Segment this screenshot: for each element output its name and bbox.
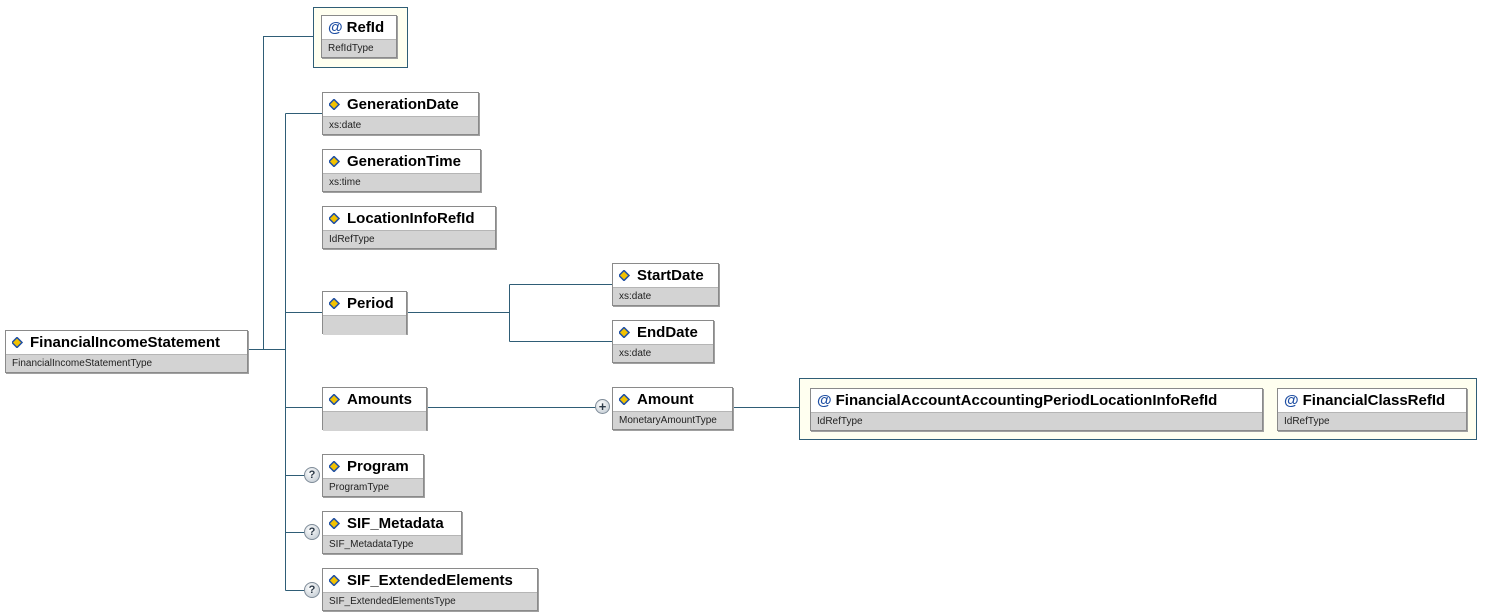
element-type — [323, 411, 426, 431]
element-box-amount[interactable]: Amount MonetaryAmountType — [612, 387, 733, 430]
element-type: MonetaryAmountType — [613, 411, 732, 429]
element-name: LocationInfoRefId — [347, 210, 475, 227]
attribute-name: RefId — [346, 19, 385, 36]
element-box-enddate[interactable]: EndDate xs:date — [612, 320, 714, 363]
element-type: xs:date — [613, 344, 713, 362]
element-icon — [329, 298, 341, 309]
attribute-name: FinancialClassRefId — [1302, 392, 1446, 409]
element-box-program[interactable]: Program ProgramType — [322, 454, 424, 497]
expand-plus-icon[interactable]: + — [595, 399, 610, 414]
element-type: xs:date — [613, 287, 718, 305]
element-icon — [329, 99, 341, 110]
element-name: EndDate — [637, 324, 698, 341]
attribute-at-icon: @ — [328, 19, 343, 36]
attribute-box-financialaccountaccountingperiodlocationinforefid[interactable]: @ FinancialAccountAccountingPeriodLocati… — [810, 388, 1263, 431]
attribute-at-icon: @ — [1284, 392, 1299, 409]
element-name: GenerationTime — [347, 153, 461, 170]
attribute-name: FinancialAccountAccountingPeriodLocation… — [835, 392, 1218, 409]
element-name: SIF_Metadata — [347, 515, 444, 532]
attribute-group-amount: @ FinancialAccountAccountingPeriodLocati… — [799, 378, 1477, 440]
optional-question-icon: ? — [304, 524, 320, 540]
element-name: Amounts — [347, 391, 412, 408]
element-type — [323, 315, 406, 335]
element-icon — [329, 156, 341, 167]
attribute-box-refid[interactable]: @ RefId RefIdType — [321, 15, 397, 58]
element-box-amounts[interactable]: Amounts — [322, 387, 427, 431]
element-box-generationdate[interactable]: GenerationDate xs:date — [322, 92, 479, 135]
element-name: SIF_ExtendedElements — [347, 572, 513, 589]
attribute-type: IdRefType — [1278, 412, 1466, 430]
element-type: ProgramType — [323, 478, 423, 496]
element-name: FinancialIncomeStatement — [30, 334, 221, 351]
element-type: SIF_MetadataType — [323, 535, 461, 553]
element-icon — [619, 327, 631, 338]
element-icon — [12, 337, 24, 348]
optional-question-icon: ? — [304, 467, 320, 483]
attribute-group-refid: @ RefId RefIdType — [313, 7, 408, 68]
optional-question-icon: ? — [304, 582, 320, 598]
element-box-sif-metadata[interactable]: SIF_Metadata SIF_MetadataType — [322, 511, 462, 554]
element-type: SIF_ExtendedElementsType — [323, 592, 537, 610]
element-icon — [619, 270, 631, 281]
element-icon — [329, 213, 341, 224]
element-name: Amount — [637, 391, 694, 408]
element-type: xs:date — [323, 116, 478, 134]
element-box-period[interactable]: Period — [322, 291, 407, 335]
element-name: GenerationDate — [347, 96, 459, 113]
element-icon — [329, 518, 341, 529]
element-box-startdate[interactable]: StartDate xs:date — [612, 263, 719, 306]
element-name: Program — [347, 458, 409, 475]
element-type: xs:time — [323, 173, 480, 191]
element-icon — [329, 461, 341, 472]
element-box-sif-extendedelements[interactable]: SIF_ExtendedElements SIF_ExtendedElement… — [322, 568, 538, 611]
element-type: IdRefType — [323, 230, 495, 248]
element-type: FinancialIncomeStatementType — [6, 354, 247, 372]
element-box-locationinforefid[interactable]: LocationInfoRefId IdRefType — [322, 206, 496, 249]
element-box-generationtime[interactable]: GenerationTime xs:time — [322, 149, 481, 192]
element-name: StartDate — [637, 267, 704, 284]
element-icon — [329, 575, 341, 586]
attribute-at-icon: @ — [817, 392, 832, 409]
element-box-financialincomestatement[interactable]: FinancialIncomeStatement FinancialIncome… — [5, 330, 248, 373]
attribute-type: RefIdType — [322, 39, 396, 57]
attribute-box-financialclassrefid[interactable]: @ FinancialClassRefId IdRefType — [1277, 388, 1467, 431]
element-icon — [619, 394, 631, 405]
attribute-type: IdRefType — [811, 412, 1262, 430]
element-icon — [329, 394, 341, 405]
element-name: Period — [347, 295, 394, 312]
